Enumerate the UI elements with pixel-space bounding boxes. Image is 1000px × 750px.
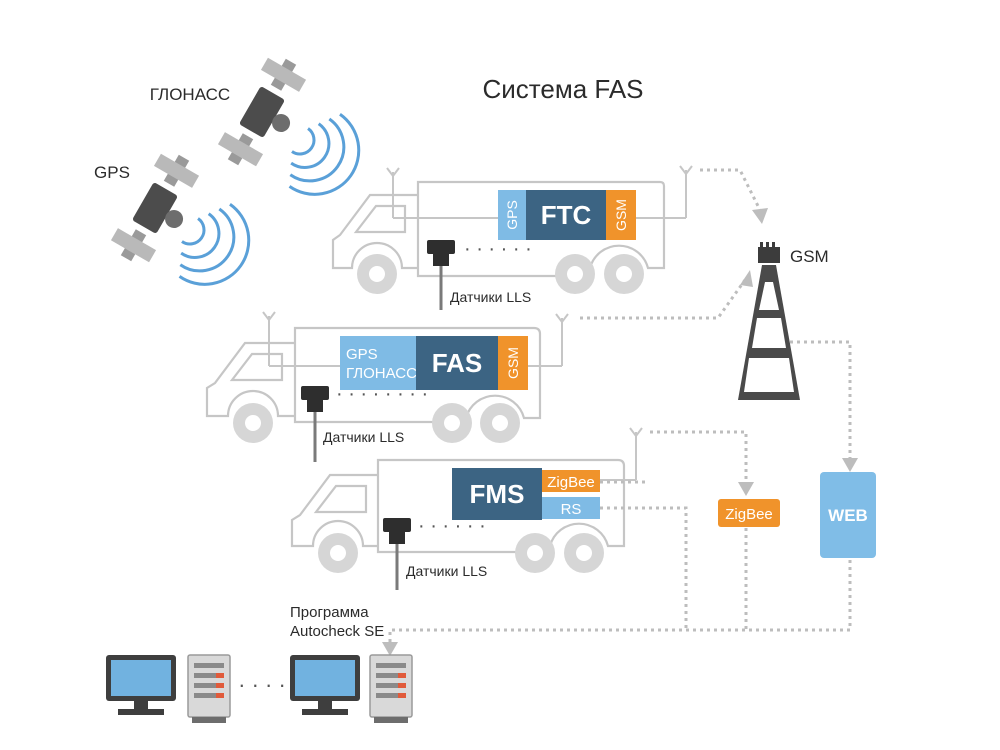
web-box [820,472,876,558]
ftc-device-box [526,190,606,240]
fas-gsm-label: GSM [505,347,521,379]
web-box-label: WEB [828,506,868,525]
fas-gps-label: GPS [346,346,378,363]
server-icon-2 [369,654,413,724]
workstation-separator: · · · · [238,672,286,697]
software-label-line2: Autocheck SE [290,623,384,640]
glonass-satellite-icon [213,50,318,178]
zigbee-box-label: ZigBee [725,506,773,523]
fas-gps-glonass-module [340,336,416,390]
fms-device-label: FMS [470,479,525,509]
fas-sensor-dots: · · · · · · · · [336,383,428,405]
fms-rs-label: RS [561,501,582,518]
gsm-label: GSM [790,247,829,266]
fms-device-box [452,468,542,520]
diagram-title: Система FAS [482,74,643,104]
glonass-label: ГЛОНАСС [150,85,230,104]
fas-sensors-label: Датчики LLS [323,429,404,445]
glonass-signal-icon [273,102,378,214]
ftc-device-label: FTC [541,200,592,230]
ftc-sensor-icon [427,240,455,266]
ftc-sensors-label: Датчики LLS [450,289,531,305]
fas-device-label: FAS [432,348,483,378]
server-icon-1 [187,654,231,724]
connection-lines [382,168,858,656]
ftc-gps-label: GPS [504,200,520,230]
fms-zigbee-label: ZigBee [547,474,595,491]
fas-device-box [416,336,498,390]
fms-zigbee-module [542,470,600,492]
ftc-sensor-dots: · · · · · · [464,238,532,260]
vehicle-fas [205,311,569,443]
fas-gsm-module [498,336,528,390]
gps-signal-icon [163,192,268,304]
fas-glonass-label: ГЛОНАСС [346,365,417,382]
zigbee-box [718,499,780,527]
ftc-gsm-label: GSM [613,199,629,231]
vehicle-fms [290,427,643,573]
software-label-line1: Программа [290,604,369,621]
fms-rs-module [542,497,600,519]
fms-sensor-dots: · · · · · · [418,515,486,537]
pc-icon-1 [106,655,176,715]
fas-sensor-icon [301,386,329,412]
ftc-gsm-module [606,190,636,240]
gps-label: GPS [94,163,130,182]
ftc-gps-module [498,190,526,240]
pc-icon-2 [290,655,360,715]
fms-sensors-label: Датчики LLS [406,563,487,579]
gsm-tower-icon [738,242,800,400]
fms-sensor-icon [383,518,411,544]
vehicle-ftc [331,165,693,294]
